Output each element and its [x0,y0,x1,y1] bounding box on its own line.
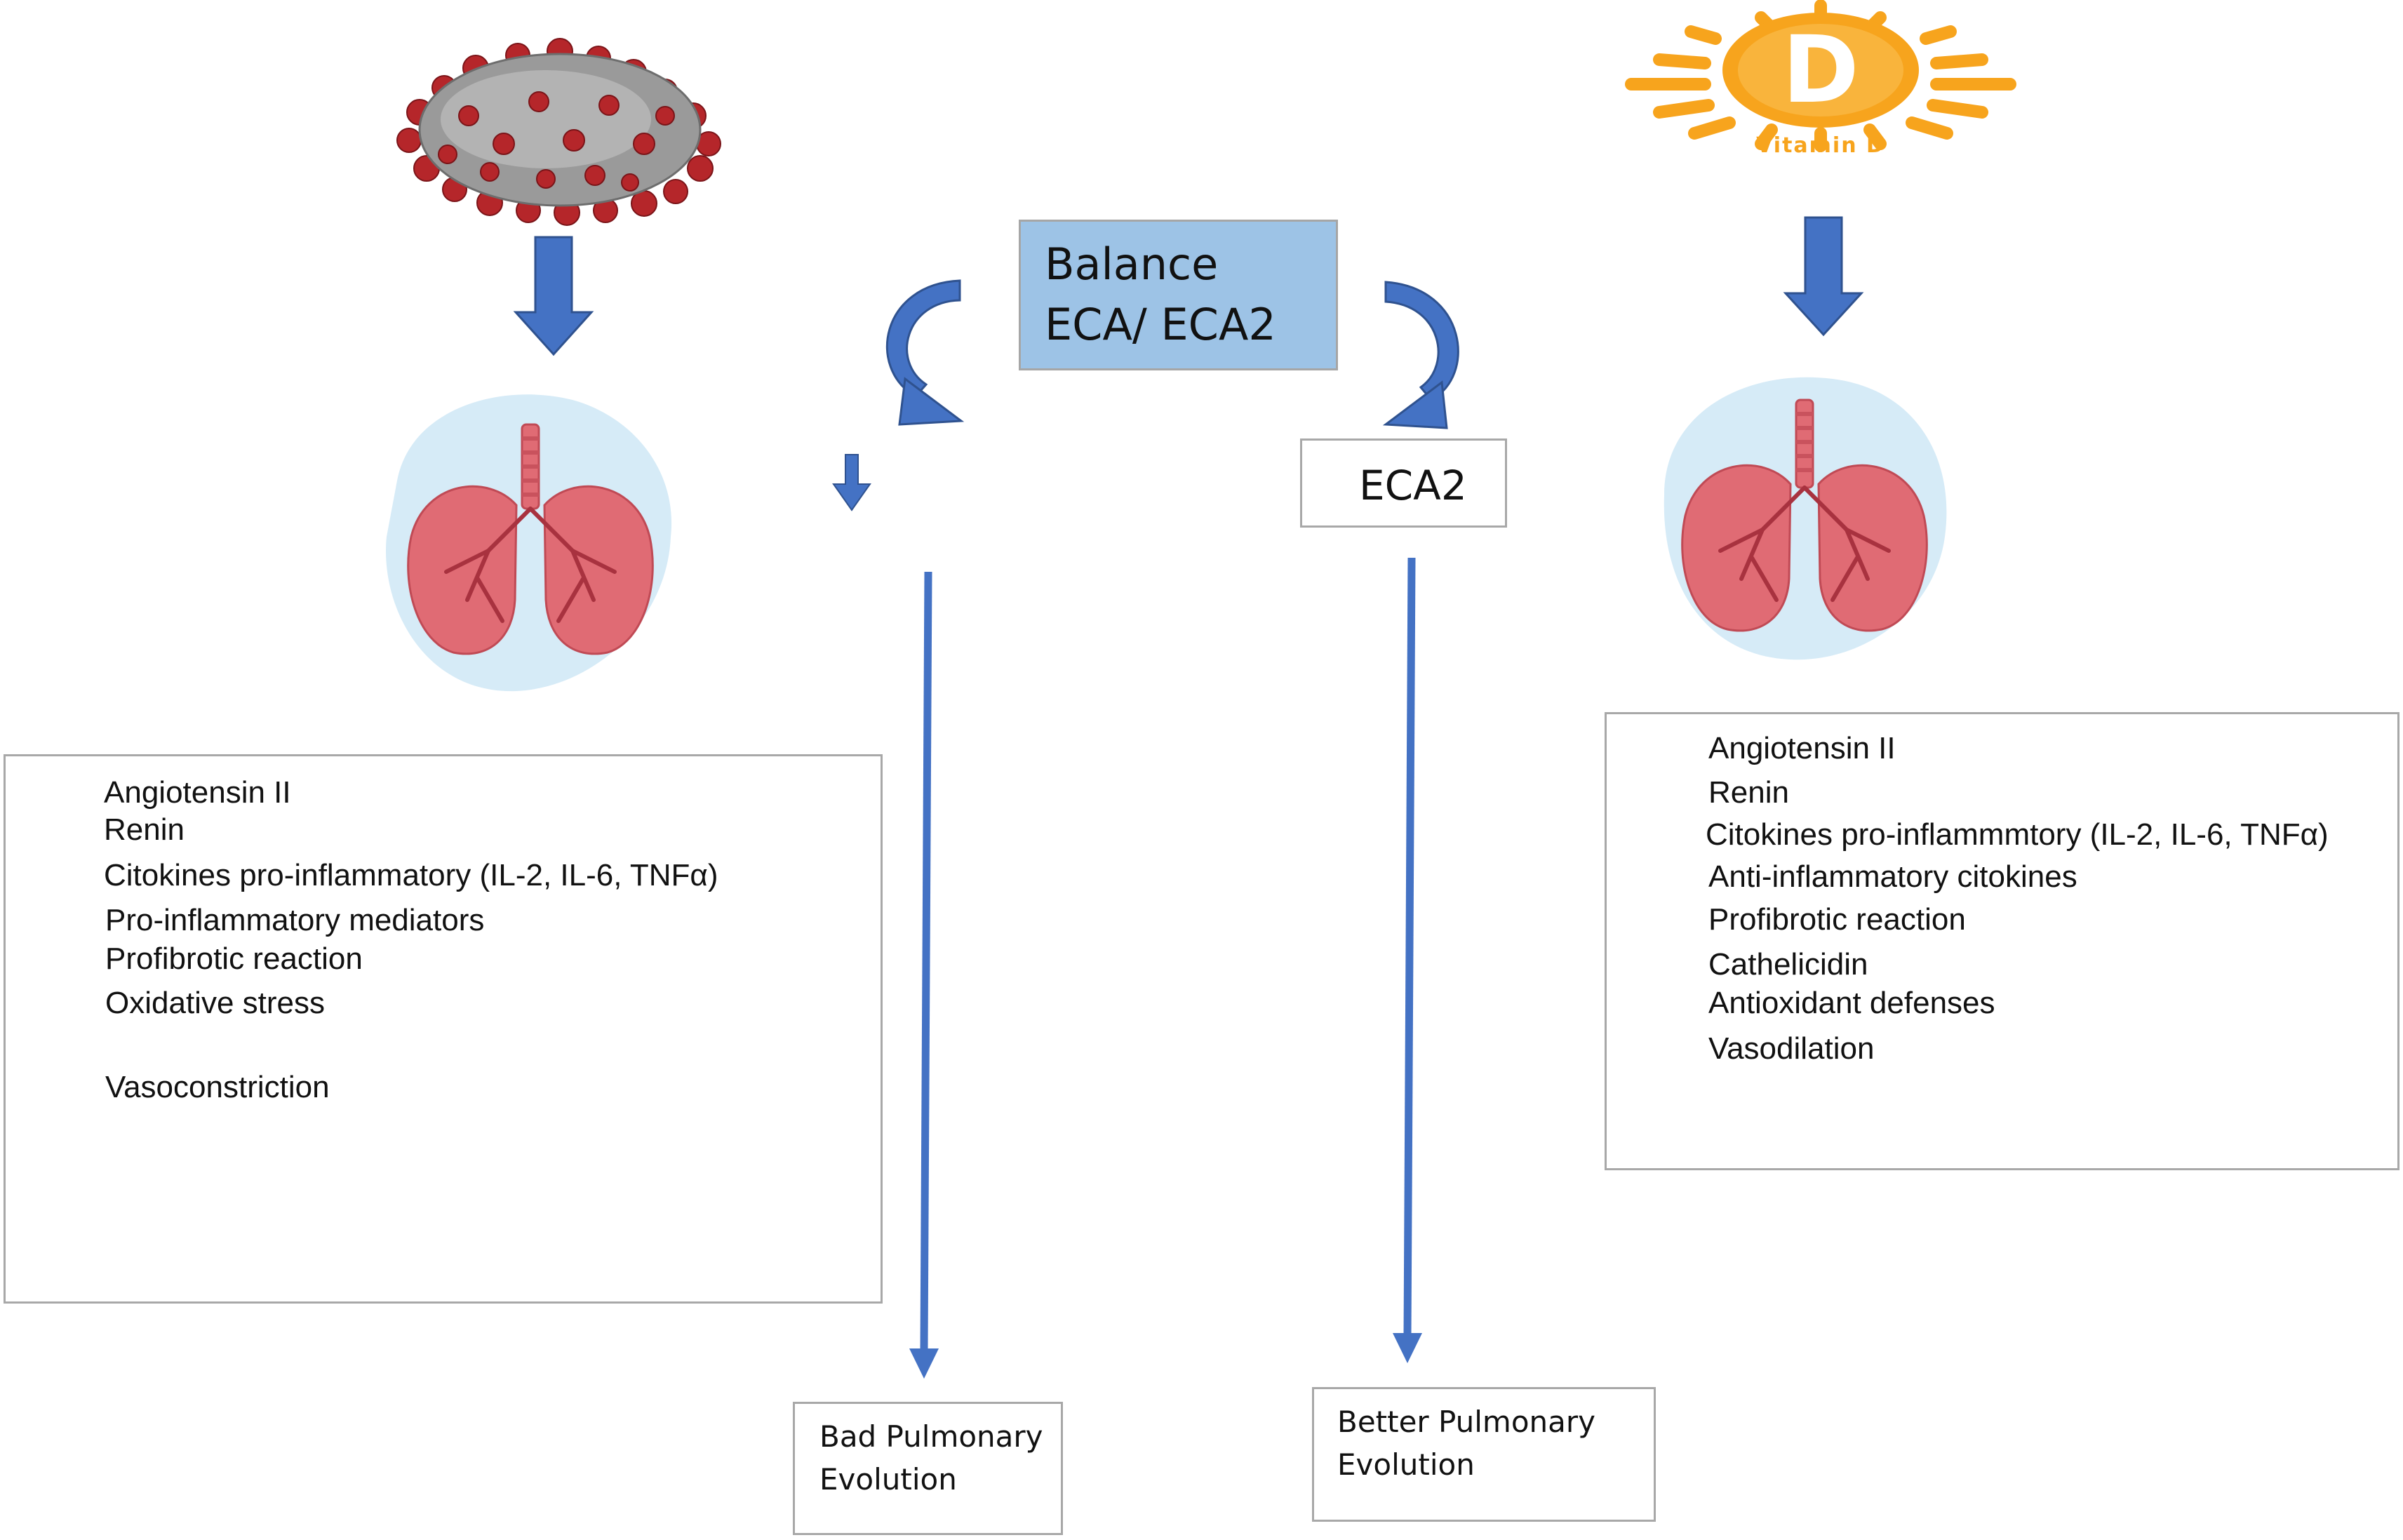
list-item: Angiotensin II [104,775,291,810]
list-item: Anti-inflammatory citokines [1708,859,2077,894]
list-item: Citokines pro-inflammatory (IL-2, IL-6, … [104,858,718,892]
list-item: Oxidative stress [105,986,325,1020]
vitamin-d-letter: D [1782,16,1859,124]
vitamin-d-label: Vitamin D [1756,133,1885,158]
eca2-box: ECA2 [1300,438,1507,528]
decrease-arrow-icon [832,454,871,511]
list-item: Profibrotic reaction [1708,902,1966,937]
curved-arrow-left-icon [885,279,965,426]
list-item: Angiotensin II [1708,731,1896,765]
curved-arrow-right-icon [1382,281,1459,429]
better-outcome-line2: Evolution [1337,1447,1475,1482]
bad-outcome-line1: Bad Pulmonary [819,1419,1043,1454]
list-item: Vasodilation [1708,1031,1875,1066]
left-effects-box: Angiotensin II Renin Citokines pro-infla… [4,754,883,1304]
bad-outcome-line2: Evolution [819,1462,957,1497]
right-effects-box: Angiotensin II Renin Citokines pro-infla… [1605,712,2399,1170]
arrow-to-better-outcome [1403,557,1416,1336]
eca2-label: ECA2 [1359,462,1467,509]
down-arrow-left-icon [513,236,594,356]
list-item: Cathelicidin [1708,947,1868,982]
list-item: Renin [104,812,185,847]
balance-title: Balance [1045,239,1219,290]
balance-subtitle: ECA/ ECA2 [1045,299,1276,350]
arrow-to-bad-outcome [920,571,932,1351]
list-item: Antioxidant defenses [1708,986,1995,1020]
list-item: Pro-inflammatory mediators [105,903,485,937]
down-arrow-right-icon [1783,216,1864,337]
bad-outcome-box: Bad Pulmonary Evolution [793,1402,1063,1535]
list-item: Renin [1708,775,1789,810]
list-item: Vasoconstriction [105,1070,330,1104]
better-outcome-line1: Better Pulmonary [1337,1405,1596,1439]
list-item: Profibrotic reaction [105,942,363,976]
better-outcome-box: Better Pulmonary Evolution [1312,1387,1656,1522]
balance-box: Balance ECA/ ECA2 [1019,220,1338,370]
list-item: Citokines pro-inflammmtory (IL-2, IL-6, … [1706,817,2329,852]
